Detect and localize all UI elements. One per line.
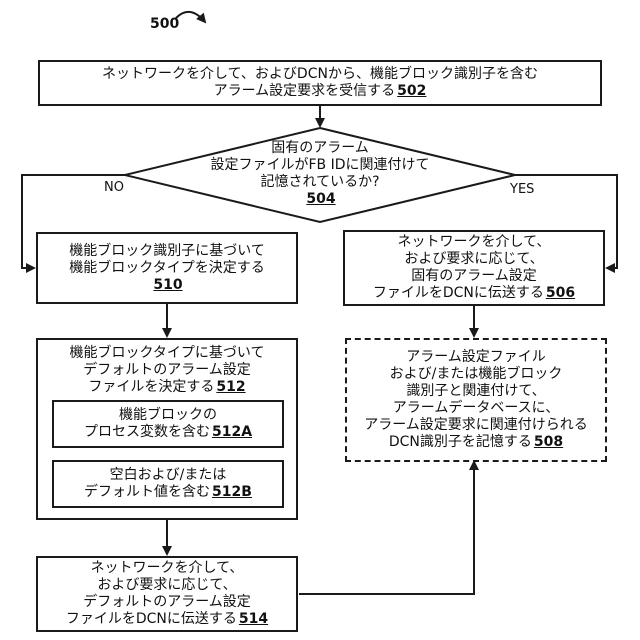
process-514: ネットワークを介して、 および要求に応じて、 デフォルトのアラーム設定 ファイル… [36, 556, 298, 632]
node-508-line-1: アラーム設定ファイル [406, 349, 546, 366]
node-514-line-2: および要求に応じて、 [97, 577, 236, 594]
node-510-line-1: 機能ブロック識別子に基づいて [69, 243, 265, 260]
node-504-line-3: 記憶されているか? [195, 174, 445, 191]
ref-512a: 512A [212, 424, 252, 440]
node-512a-line-1: 機能ブロックの [119, 407, 217, 424]
node-514-line-1: ネットワークを介して、 [91, 560, 244, 577]
node-508-line-3: 識別子と関連付けて、 [406, 383, 545, 400]
node-512-line-3: ファイルを決定する [88, 379, 214, 395]
figure-curve-arrow [176, 12, 205, 22]
node-514-line-3: デフォルトのアラーム設定 [83, 594, 251, 611]
node-502-line-2: アラーム設定要求を受信する [214, 83, 396, 99]
ref-514: 514 [239, 611, 268, 627]
node-512b-line-1: 空白および/または [110, 467, 227, 484]
node-504-line-2: 設定ファイルがFB IDに関連付けて [195, 157, 445, 174]
process-510: 機能ブロック識別子に基づいて 機能ブロックタイプを決定する 510 [36, 232, 298, 304]
node-506-line-1: ネットワークを介して、 [398, 234, 551, 251]
ref-512b: 512B [212, 484, 252, 500]
node-506-line-2: および要求に応じて、 [404, 251, 543, 268]
ref-510: 510 [153, 277, 182, 293]
yes-label: YES [510, 182, 534, 197]
node-506-line-4: ファイルをDCNに伝送する [373, 285, 544, 301]
node-512-line-2: デフォルトのアラーム設定 [83, 362, 251, 379]
node-502-line-1: ネットワークを介して、およびDCNから、機能ブロック識別子を含む [102, 66, 538, 83]
ref-512: 512 [216, 379, 245, 395]
ref-508: 508 [534, 434, 563, 450]
node-512a-line-2: プロセス変数を含む [84, 424, 210, 440]
no-label: NO [104, 180, 124, 195]
node-504-line-1: 固有のアラーム [195, 140, 445, 157]
decision-504-text: 固有のアラーム 設定ファイルがFB IDに関連付けて 記憶されているか? 504 [195, 140, 445, 208]
node-510-line-2: 機能ブロックタイプを決定する [69, 260, 264, 277]
ref-504: 504 [306, 191, 335, 207]
node-508-line-6: DCN識別子を記憶する [389, 434, 532, 450]
process-502: ネットワークを介して、およびDCNから、機能ブロック識別子を含む アラーム設定要… [38, 60, 602, 106]
node-508-line-5: アラーム設定要求に関連付けられる [364, 417, 588, 434]
node-506-line-3: 固有のアラーム設定 [411, 268, 537, 285]
process-508: アラーム設定ファイル および/または機能ブロック 識別子と関連付けて、 アラーム… [345, 338, 607, 462]
node-512b-line-2: デフォルト値を含む [84, 484, 210, 500]
edge-514-508 [299, 462, 474, 594]
node-508-line-4: アラームデータベースに、 [393, 400, 559, 417]
ref-506: 506 [546, 285, 575, 301]
node-514-line-4: ファイルをDCNに伝送する [66, 611, 237, 627]
node-512-line-1: 機能ブロックタイプに基づいて [69, 345, 264, 362]
process-512b: 空白および/または デフォルト値を含む512B [52, 460, 284, 508]
node-508-line-2: および/または機能ブロック [390, 366, 563, 383]
ref-502: 502 [397, 83, 426, 99]
process-506: ネットワークを介して、 および要求に応じて、 固有のアラーム設定 ファイルをDC… [343, 230, 605, 306]
process-512a: 機能ブロックの プロセス変数を含む512A [52, 400, 284, 448]
